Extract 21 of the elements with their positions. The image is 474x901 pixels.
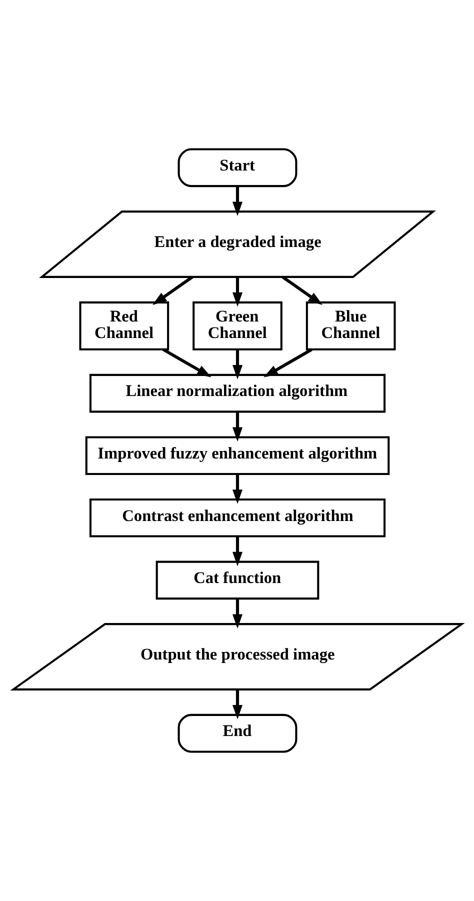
arrow [162,348,211,378]
arrow [232,349,242,380]
node-box: Green Channel [192,301,282,350]
node-box: Linear normalization algorithm [88,374,386,413]
node-box: Contrast enhancement algorithm [88,498,386,538]
arrow [232,474,242,504]
node-box: Improved fuzzy enhancement algorithm [84,436,390,475]
node-box: End [177,714,297,753]
arrow [232,412,242,442]
arrow [232,598,242,629]
arrow [263,348,312,378]
arrow [232,186,242,216]
node-box: Blue Channel [305,301,396,350]
arrow [281,276,322,306]
node-box: Cat function [155,560,319,600]
node-box: Red Channel [78,301,169,350]
arrow [232,690,242,720]
node-box: Start [177,148,297,188]
arrow [232,536,242,566]
arrow [152,276,193,306]
arrow [232,277,242,307]
